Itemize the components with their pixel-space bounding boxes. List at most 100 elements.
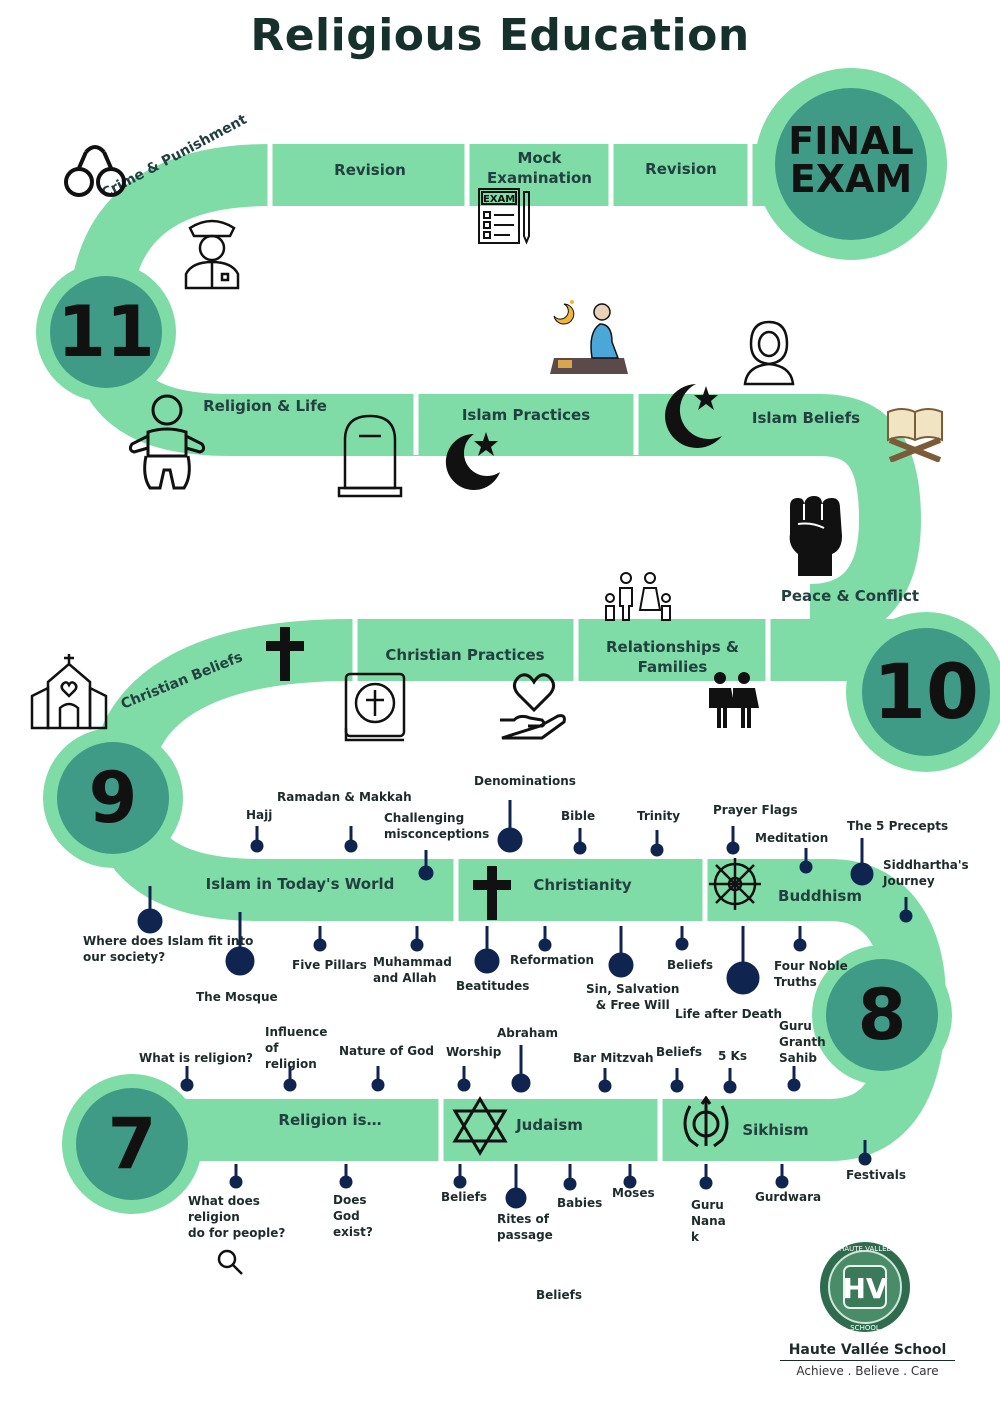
school-logo-top: HAUTE VALLEE (839, 1245, 891, 1253)
segment-buddhism: Buddhism (778, 887, 862, 905)
label-siddhartha: Siddhartha's Journey (883, 858, 969, 888)
exam-paper-text: EXAM (483, 194, 515, 205)
marker-meditation (799, 848, 813, 874)
label-bar-mitzvah: Bar Mitzvah (573, 1051, 654, 1065)
year-10-number: 10 (873, 647, 979, 736)
marker-does-god (339, 1164, 353, 1189)
handcuffs-icon (64, 145, 126, 197)
label-denominations: Denominations (474, 774, 576, 788)
marker-ramadan (344, 826, 358, 853)
marker-afterlife (726, 926, 760, 995)
marker-reformation (538, 926, 552, 952)
school-logo-bottom: SCHOOL (850, 1324, 880, 1332)
marker-festivals (858, 1140, 872, 1166)
church-icon (30, 654, 108, 730)
marker-bar-mitzvah (598, 1068, 612, 1093)
label-beliefs-bottom: Beliefs (441, 1190, 488, 1204)
label-influence: Influence of religion (265, 1025, 328, 1071)
label-afterlife: Life after Death (675, 1007, 783, 1021)
marker-beliefs-7-top (670, 1068, 684, 1093)
quran-icon (887, 408, 943, 462)
star-of-david-icon (452, 1096, 508, 1156)
raised-fist-icon (789, 496, 842, 576)
segment-revision-2: Revision (645, 160, 717, 178)
label-ramadan: Ramadan & Makkah (277, 790, 412, 804)
label-nature-god: Nature of God (339, 1044, 434, 1058)
cross-icon-christianity (473, 866, 511, 920)
label-hajj: Hajj (246, 808, 273, 822)
marker-moses (623, 1164, 637, 1189)
label-bible: Bible (561, 809, 596, 823)
couple-icon (709, 672, 759, 728)
year-10-circle: 10 (846, 612, 1000, 772)
page-title: Religious Education (250, 10, 750, 61)
marker-four-truths (793, 926, 807, 952)
crescent-star-icon-beliefs (665, 384, 722, 448)
marker-five-pillars (313, 926, 327, 952)
khanda-icon (683, 1096, 729, 1148)
exam-paper-icon: EXAM (478, 188, 530, 245)
marker-denominations (497, 800, 523, 853)
label-five-ks: 5 Ks (718, 1049, 747, 1063)
year-7-number: 7 (107, 1103, 157, 1185)
marker-what-is (180, 1066, 194, 1092)
label-beliefs-top: Beliefs (656, 1045, 703, 1059)
segment-christianity: Christianity (533, 876, 632, 894)
label-guru-nanak: Guru Nana k (691, 1198, 726, 1244)
label-meditation: Meditation (755, 831, 829, 845)
label-what-is: What is religion? (139, 1051, 253, 1065)
woman-hijab-icon (743, 320, 795, 386)
marker-challenging (418, 850, 434, 881)
marker-what-does (229, 1164, 243, 1189)
marker-worship (457, 1066, 471, 1092)
label-mosque: The Mosque (196, 990, 278, 1004)
marker-trinity (650, 830, 664, 857)
marker-beatitudes (474, 926, 500, 974)
marker-beliefs-9 (675, 926, 689, 951)
label-beliefs-9: Beliefs (667, 958, 714, 972)
marker-bible (573, 828, 587, 855)
label-rites: Rites of passage (497, 1212, 553, 1242)
marker-precepts (850, 838, 874, 886)
label-five-pillars: Five Pillars (292, 958, 367, 972)
segment-revision-1: Revision (334, 161, 406, 179)
segment-relationships: Relationships & Families (605, 638, 739, 676)
segment-islam-practices: Islam Practices (461, 406, 591, 424)
label-precepts: The 5 Precepts (847, 819, 949, 833)
school-logo: HV HAUTE VALLEE SCHOOL (820, 1242, 910, 1332)
year-11-number: 11 (57, 291, 155, 373)
marker-where-islam (137, 886, 163, 934)
segment-mock-exam: Mock Examination (487, 149, 592, 187)
school-logo-text: HV (842, 1272, 887, 1305)
label-abraham: Abraham (497, 1026, 559, 1040)
marker-beliefs-7 (453, 1164, 467, 1189)
year-8-number: 8 (857, 974, 907, 1056)
segment-peace-conflict: Peace & Conflict (780, 587, 920, 605)
label-reformation: Reformation (510, 953, 594, 967)
label-festivals: Festivals (846, 1168, 907, 1182)
marker-guru-granth (787, 1066, 801, 1092)
final-exam-circle: FINAL EXAM (755, 68, 947, 260)
segment-islam-beliefs: Islam Beliefs (751, 409, 861, 427)
marker-siddhartha (899, 897, 913, 923)
marker-sin (608, 926, 634, 978)
label-beatitudes: Beatitudes (456, 979, 530, 993)
label-challenging: Challenging misconceptions (384, 811, 490, 841)
label-trinity: Trinity (637, 809, 681, 823)
segment-christian-practices: Christian Practices (385, 646, 545, 664)
segment-sikhism: Sikhism (742, 1121, 809, 1139)
label-gurdwara: Gurdwara (755, 1190, 822, 1204)
dharma-wheel-icon (709, 858, 761, 910)
year-9-number: 9 (88, 757, 138, 839)
school-motto: Achieve . Believe . Care (796, 1364, 939, 1378)
label-stray-beliefs: Beliefs (536, 1288, 583, 1302)
label-what-does: What does religion do for people? (188, 1194, 286, 1240)
label-where-islam: Where does Islam fit into our society? (83, 934, 254, 964)
school-name: Haute Vallée School (780, 1342, 955, 1361)
segment-islam-today: Islam in Today's World (205, 875, 395, 893)
year-7-circle: 7 (62, 1074, 202, 1214)
label-worship: Worship (446, 1045, 502, 1059)
label-guru-granth: Guru Granth Sahib (779, 1019, 826, 1065)
final-exam-label: FINAL EXAM (788, 119, 914, 201)
